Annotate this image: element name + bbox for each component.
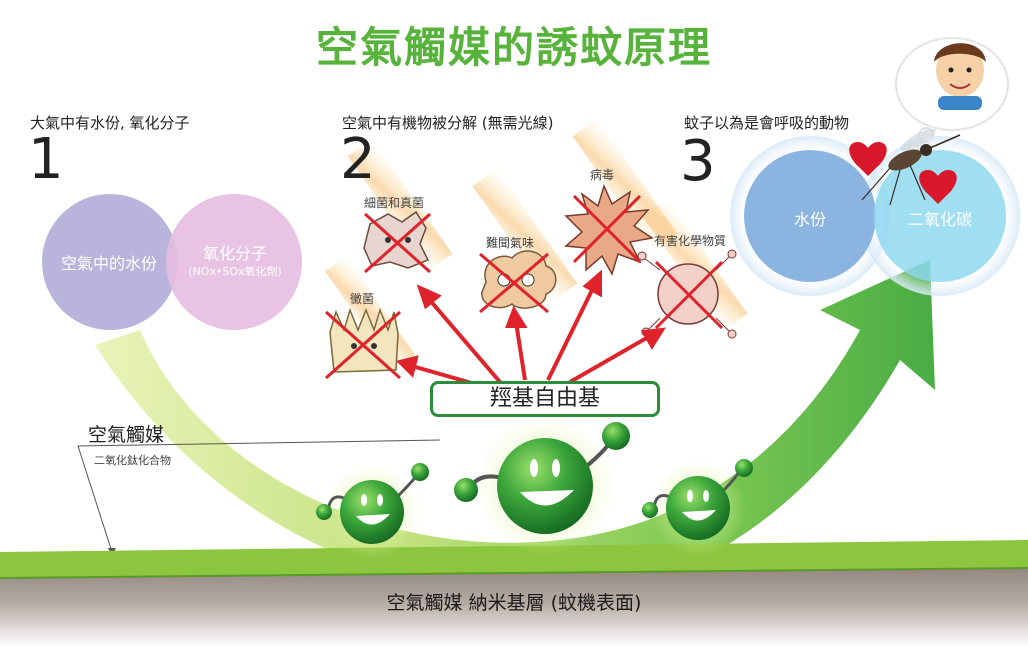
pollutant-label-chemical: 有害化學物質: [654, 234, 727, 248]
pollutant-label-virus: 病毒: [590, 168, 615, 182]
venn1-left-circle: [42, 194, 178, 330]
venn3-left-label: 水份: [793, 210, 826, 229]
catalyst-leader-line: [77, 439, 441, 553]
chemical-icon: [637, 249, 737, 339]
catalyst-character-icon: [316, 463, 429, 560]
boy-face-icon: [895, 37, 1009, 156]
pollutant-label-odor: 難聞氣味: [486, 236, 535, 250]
step1-caption: 大氣中有水份, 氧化分子: [30, 114, 190, 132]
pollutant-label-mold: 黴菌: [350, 292, 375, 306]
grass-layer: [0, 540, 1028, 578]
venn1-left-label: 空氣中的水份: [60, 254, 157, 273]
venn3-right-circle: [874, 150, 1006, 282]
venn3-right-label: 二氧化碳: [907, 210, 972, 229]
catalyst-character-icon: [642, 459, 753, 556]
venn1-right-sublabel: (NOx•SOx氧化劑): [188, 265, 282, 278]
hydroxyl-attack-arrows: [396, 269, 666, 386]
venn1-right-label: 氧化分子: [202, 244, 267, 263]
step3-caption: 蚊子以為是會呼吸的動物: [684, 114, 850, 132]
catalyst-character-icon: [454, 416, 630, 556]
heart-icon: [849, 142, 887, 176]
hydroxyl-radical-label: 羥基自由基: [430, 381, 660, 417]
heart-icon: [919, 170, 957, 204]
mold-icon: [325, 307, 401, 380]
step1-number: 1: [28, 127, 64, 192]
step2-number: 2: [340, 127, 376, 192]
pollutant-label-bacteria: 細菌和真菌: [364, 196, 425, 210]
odor-icon: [479, 250, 557, 314]
bacteria-icon: [363, 210, 431, 274]
venn1-right-circle: [166, 194, 302, 330]
step2-caption: 空氣中有機物被分解 (無需光線): [342, 114, 554, 132]
substrate-label: 空氣觸媒 納米基層 (蚊機表面): [386, 592, 642, 614]
virus-icon: [564, 183, 654, 276]
catalyst-sublabel: 二氧化鈦化合物: [94, 454, 171, 467]
venn3-left-circle: [744, 150, 876, 282]
page-title: 空氣觸媒的誘蚊原理: [315, 23, 712, 72]
catalyst-label: 空氣觸媒: [88, 424, 165, 446]
mosquito-icon: [861, 128, 961, 206]
step3-number: 3: [680, 129, 716, 194]
